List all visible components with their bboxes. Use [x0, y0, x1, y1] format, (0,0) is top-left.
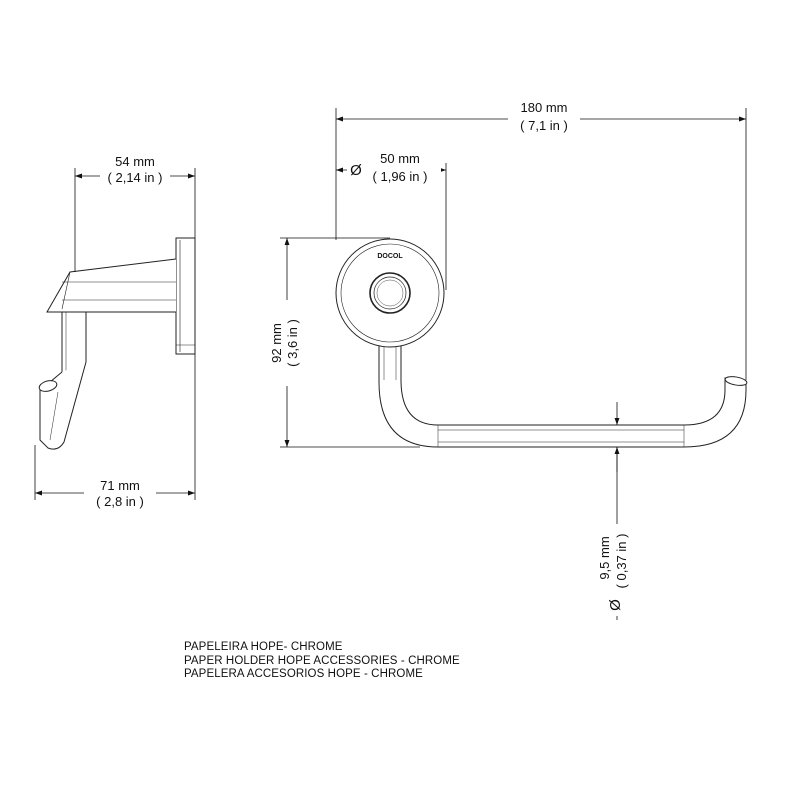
side-wall-plate [175, 237, 196, 355]
dim-front-total: 180 mm ( 7,1 in ) [335, 98, 747, 380]
dim-side-top-in: ( 2,14 in ) [108, 170, 163, 185]
caption-pt: PAPELEIRA HOPE- CHROME [184, 641, 343, 653]
dim-bar-diameter: 9,5 mm ( 0,37 in ) Ø [596, 402, 636, 620]
dim-rosette-diameter: Ø 50 mm ( 1,96 in ) [336, 150, 447, 290]
dim-side-bottom-in: ( 2,8 in ) [96, 494, 144, 509]
front-view [335, 238, 748, 448]
dim-side-bottom: 71 mm ( 2,8 in ) [34, 354, 196, 512]
front-bar [378, 312, 747, 448]
dim-rosette-symbol: Ø [350, 162, 362, 179]
side-hook [39, 361, 87, 450]
dim-height-in: ( 3,6 in ) [285, 319, 300, 367]
dim-rosette-mm: 50 mm [380, 151, 420, 166]
product-captions: PAPELEIRA HOPE- CHROME PAPER HOLDER HOPE… [184, 641, 460, 682]
caption-es: PAPELERA ACCESORIOS HOPE - CHROME [184, 668, 423, 680]
dim-side-top-mm: 54 mm [115, 154, 155, 169]
side-post [61, 312, 87, 372]
dim-height: 92 mm ( 3,6 in ) [269, 237, 420, 448]
side-arm [46, 258, 177, 313]
dim-rosette-in: ( 1,96 in ) [373, 169, 428, 184]
dim-bar-symbol: Ø [607, 599, 624, 611]
side-view [38, 237, 196, 450]
dim-bar-mm: 9,5 mm [597, 536, 612, 579]
brand-logo: DOCOL [377, 253, 403, 260]
dim-bar-in: ( 0,37 in ) [614, 534, 629, 589]
dim-height-mm: 92 mm [269, 323, 284, 363]
front-center-cap [369, 272, 411, 314]
dim-side-bottom-mm: 71 mm [100, 478, 140, 493]
dim-side-top: 54 mm ( 2,14 in ) [74, 154, 196, 272]
dim-front-total-in: ( 7,1 in ) [520, 118, 568, 133]
dim-front-total-mm: 180 mm [521, 100, 568, 115]
caption-en: PAPER HOLDER HOPE ACCESSORIES - CHROME [184, 654, 460, 667]
